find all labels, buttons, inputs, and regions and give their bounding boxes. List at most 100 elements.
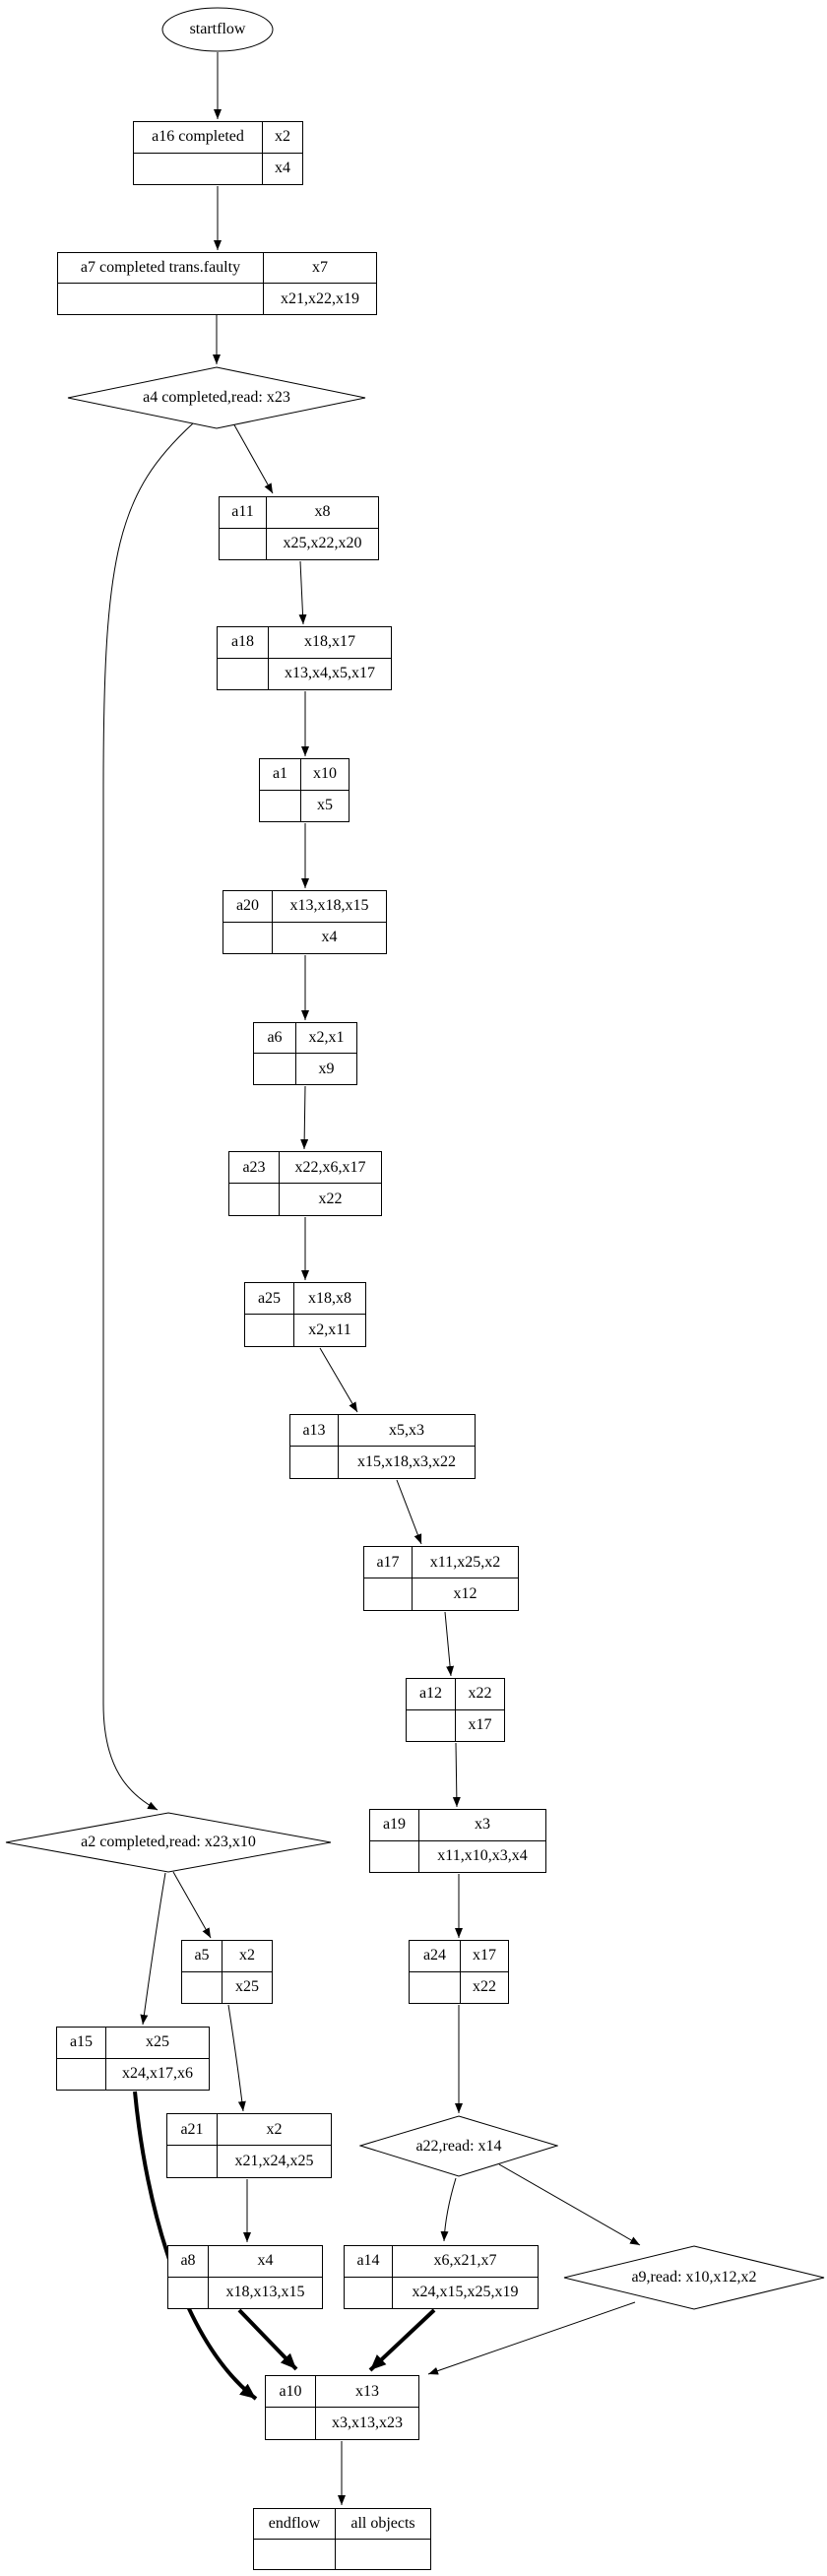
- node-a12: a12 x22 x17: [406, 1678, 505, 1742]
- node-bottom-cell: x21,x22,x19: [281, 290, 359, 307]
- node-label: a2 completed,read: x23,x10: [81, 1834, 256, 1850]
- node-a25: a25 x18,x8 x2,x11: [244, 1282, 366, 1347]
- node-a18: a18 x18,x17 x13,x4,x5,x17: [217, 626, 392, 690]
- node-name-cell: a8: [168, 2246, 209, 2278]
- node-empty-cell: [370, 1840, 419, 1872]
- node-name-cell: a24: [410, 1941, 461, 1972]
- node-top-cell: x3: [419, 1810, 545, 1841]
- node-a24: a24 x17 x22: [409, 1940, 509, 2004]
- node-name-cell: a14: [345, 2246, 393, 2278]
- a4-diamond: [67, 366, 366, 429]
- node-name-cell: endflow: [254, 2509, 336, 2540]
- startflow-ellipse: [161, 7, 274, 52]
- node-bottom-cell: x4: [321, 929, 338, 946]
- node-bottom-cell: x24,x15,x25,x19: [412, 2284, 519, 2301]
- node-top-cell: x6,x21,x7: [393, 2246, 538, 2278]
- node-bottom-cell: x25,x22,x20: [283, 535, 362, 552]
- node-empty-cell: [223, 922, 273, 953]
- node-label: a9,read: x10,x12,x2: [631, 2269, 757, 2286]
- node-bottom-cell: x2,x11: [308, 1321, 351, 1338]
- node-empty-cell: [218, 658, 269, 689]
- node-a22: a22,read: x14: [359, 2115, 558, 2177]
- node-top-cell: x25: [106, 2028, 209, 2059]
- node-top-cell: x10: [301, 759, 349, 791]
- edge-a17-a12: [444, 1611, 455, 1677]
- node-empty-cell: [245, 1315, 294, 1346]
- node-empty-cell: [345, 2277, 393, 2308]
- node-empty-cell: [229, 1184, 280, 1215]
- node-top-cell: x2: [218, 2114, 331, 2146]
- node-empty-cell: [134, 153, 263, 184]
- node-empty-cell: [290, 1447, 339, 1478]
- node-bottom-cell: x13,x4,x5,x17: [285, 665, 375, 682]
- node-top-cell: x8: [267, 497, 378, 529]
- node-a7: a7 completed trans.faulty x7 x21,x22,x19: [57, 252, 377, 315]
- node-startflow: startflow: [161, 7, 274, 52]
- node-name-cell: a21: [167, 2114, 218, 2146]
- node-bottom-cell: x24,x17,x6: [122, 2065, 193, 2083]
- node-empty-cell: [266, 2408, 316, 2439]
- node-name-cell: a23: [229, 1152, 280, 1184]
- node-top-cell: x2: [223, 1941, 272, 1972]
- node-top-cell: x17: [461, 1941, 508, 1972]
- node-a21: a21 x2 x21,x24,x25: [166, 2113, 332, 2178]
- node-a14: a14 x6,x21,x7 x24,x15,x25,x19: [344, 2245, 539, 2309]
- edge-a9-a10: [427, 2301, 636, 2375]
- node-name-cell: a7 completed trans.faulty: [58, 253, 264, 284]
- node-label: a4 completed,read: x23: [143, 389, 290, 406]
- edge-a25-a13: [319, 1347, 358, 1413]
- node-bottom-cell: x4: [275, 160, 290, 177]
- node-a19: a19 x3 x11,x10,x3,x4: [369, 1809, 546, 1873]
- node-name-cell: a13: [290, 1415, 339, 1447]
- node-name-cell: a6: [254, 1023, 296, 1054]
- node-empty-cell: [57, 2058, 106, 2090]
- node-a6: a6 x2,x1 x9: [253, 1022, 357, 1085]
- node-a8: a8 x4 x18,x13,x15: [167, 2245, 323, 2309]
- node-bottom-cell: x5: [317, 797, 333, 814]
- edge-a5-a21: [227, 2004, 246, 2112]
- edge-a22-a14: [440, 2177, 457, 2242]
- node-top-cell: x13: [316, 2376, 418, 2408]
- node-name-cell: a12: [407, 1679, 456, 1710]
- node-name-cell: a11: [220, 497, 267, 529]
- edge-a4-a11: [231, 420, 274, 494]
- node-empty-cell: [182, 1971, 223, 2003]
- node-label: a22,read: x14: [415, 2137, 502, 2155]
- node-bottom-cell: x15,x18,x3,x22: [357, 1453, 456, 1470]
- node-name-cell: a5: [182, 1941, 223, 1972]
- node-label: startflow: [189, 21, 246, 37]
- node-a17: a17 x11,x25,x2 x12: [363, 1546, 519, 1611]
- node-endflow: endflow all objects: [253, 2508, 431, 2570]
- node-bottom-cell: x12: [453, 1585, 477, 1602]
- node-top-cell: x22: [456, 1679, 504, 1710]
- node-a23: a23 x22,x6,x17 x22: [228, 1151, 382, 1216]
- node-name-cell: a1: [260, 759, 301, 791]
- node-a10: a10 x13 x3,x13,x23: [265, 2375, 419, 2440]
- node-bottom-cell: x22: [318, 1191, 343, 1207]
- node-top-cell: x13,x18,x15: [273, 891, 386, 923]
- node-empty-cell: [58, 284, 264, 314]
- node-top-cell: x18,x8: [294, 1283, 365, 1315]
- edge-a6-a23: [300, 1085, 309, 1150]
- node-a4: a4 completed,read: x23: [67, 366, 366, 429]
- node-empty-cell: [254, 1054, 296, 1084]
- node-a15: a15 x25 x24,x17,x6: [56, 2027, 210, 2091]
- node-name-cell: a20: [223, 891, 273, 923]
- node-bottom-cell: x25: [235, 1978, 259, 1996]
- node-bottom-cell: x9: [318, 1060, 335, 1077]
- node-top-cell: x2,x1: [296, 1023, 356, 1054]
- node-top-cell: all objects: [336, 2509, 430, 2540]
- node-empty-cell: [407, 1709, 456, 1741]
- node-a13: a13 x5,x3 x15,x18,x3,x22: [289, 1414, 476, 1479]
- node-bottom-cell: x17: [468, 1716, 492, 1734]
- node-top-cell: x18,x17: [269, 627, 391, 659]
- node-bottom-cell: x22: [473, 1978, 496, 1996]
- node-name-cell: a17: [364, 1547, 413, 1578]
- node-top-cell: x2: [263, 122, 302, 154]
- node-a1: a1 x10 x5: [259, 758, 350, 822]
- node-empty-cell: [220, 528, 267, 559]
- edge-a12-a19: [452, 1742, 461, 1808]
- a9-diamond: [563, 2245, 825, 2310]
- node-top-cell: x7: [264, 253, 376, 284]
